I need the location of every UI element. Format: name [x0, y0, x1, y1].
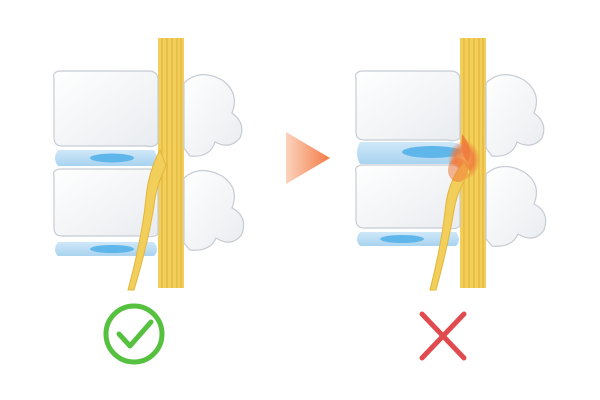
vertebra-lower	[53, 168, 159, 238]
disc-nucleus-lower	[380, 235, 424, 243]
panel-healthy-spine	[53, 38, 245, 291]
disc-nucleus-herniated	[402, 146, 462, 158]
vertebra-process-lower	[485, 165, 547, 247]
disc-nucleus-lower	[90, 245, 134, 253]
check-icon	[103, 303, 165, 365]
panel-herniated-spine	[355, 38, 547, 291]
vertebra-upper	[53, 70, 159, 148]
vertebra-upper	[355, 70, 461, 142]
inflammation-flare	[461, 134, 470, 162]
vertebra-process-upper	[485, 74, 545, 157]
arrow-right-icon	[286, 132, 330, 184]
cross-icon	[419, 311, 467, 361]
vertebra-process-upper	[183, 74, 243, 157]
nerve-root-compressed	[429, 161, 471, 291]
vertebra-process-lower	[183, 169, 245, 251]
vertebra-lower	[355, 164, 461, 230]
nerve-inflamed-area	[448, 158, 468, 182]
nerve-root	[127, 148, 167, 291]
disc-nucleus-upper	[90, 153, 134, 163]
